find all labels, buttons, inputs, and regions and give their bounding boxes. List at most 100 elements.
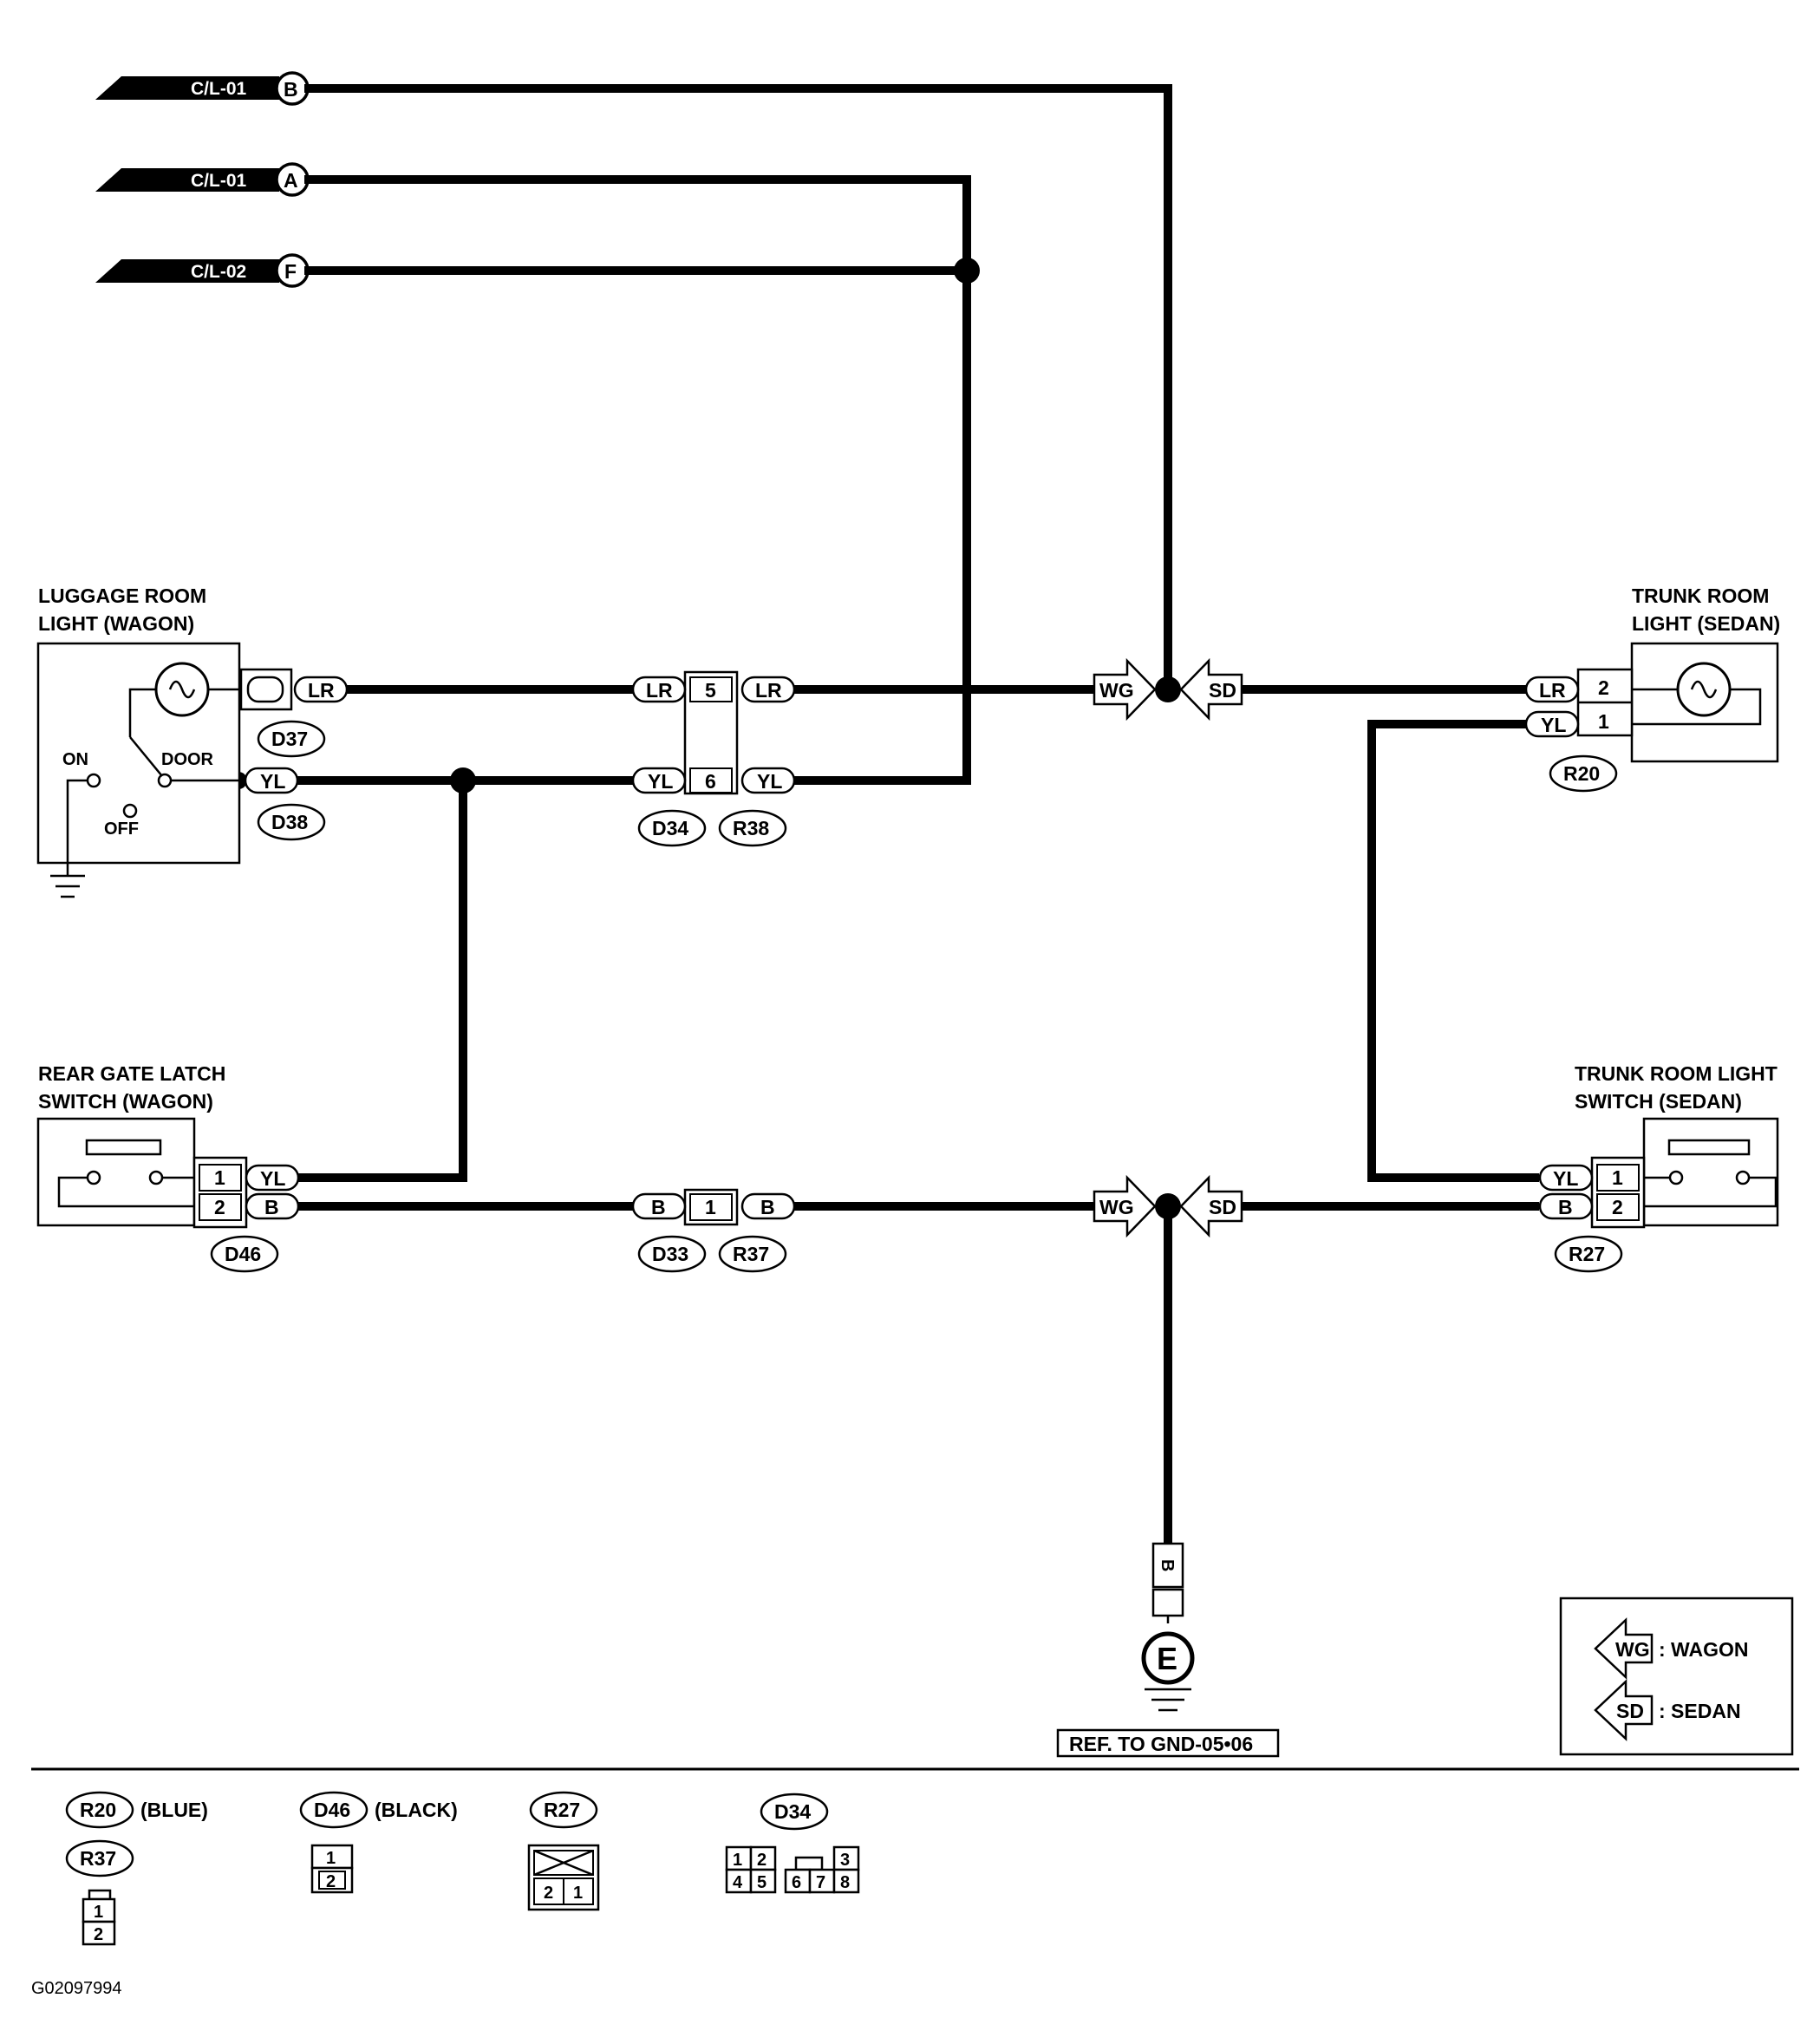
wire-tag: YL (1538, 1164, 1594, 1192)
svg-text:6: 6 (792, 1873, 801, 1892)
svg-text:B: B (264, 1196, 279, 1218)
svg-text:SD: SD (1616, 1700, 1644, 1722)
svg-text:2: 2 (757, 1851, 766, 1870)
component-title: TRUNK ROOM LIGHT (1575, 1062, 1778, 1085)
variant-arrows: WG SD WG SD (1093, 657, 1243, 1238)
source-tag-letter: A (284, 169, 298, 192)
source-tag-label: C/L-01 (191, 79, 247, 99)
wg-arrow-icon: WG (1093, 657, 1157, 722)
svg-text:YL: YL (1553, 1167, 1578, 1190)
pin-number: 5 (705, 679, 716, 702)
junction-dot (954, 258, 980, 284)
connector-id: D33 (637, 1235, 707, 1273)
trunk-room-light-switch: TRUNK ROOM LIGHT SWITCH (SEDAN) (1575, 1062, 1779, 1227)
svg-text:(BLACK): (BLACK) (375, 1799, 458, 1821)
connector-id: D38 (257, 803, 326, 841)
wire-tag: YL (631, 767, 687, 794)
pin-number: 1 (705, 1196, 716, 1218)
connector-d37-housing (239, 668, 293, 711)
svg-text:1: 1 (573, 1884, 583, 1903)
svg-text:YL: YL (1541, 714, 1566, 736)
ground-reference: REF. TO GND-05•06 (1069, 1733, 1253, 1755)
svg-text:WG: WG (1099, 1196, 1134, 1218)
junction-dot (450, 767, 476, 793)
wire-tag: B (740, 1192, 796, 1220)
svg-text:1: 1 (94, 1903, 103, 1922)
svg-text:R37: R37 (733, 1243, 769, 1265)
svg-text:3: 3 (840, 1851, 850, 1870)
switch-off-label: OFF (104, 820, 139, 839)
wg-arrow-icon: WG (1594, 1617, 1654, 1680)
svg-text:LR: LR (646, 679, 673, 702)
switch-door-label: DOOR (161, 750, 214, 769)
ground-point-e: B E REF. TO GND-05•06 (1056, 1542, 1280, 1758)
svg-text:2: 2 (544, 1884, 553, 1903)
connector-id: R27 (1554, 1235, 1623, 1273)
legend: WG : WAGON SD : SEDAN (1559, 1597, 1794, 1756)
wire-tag: LR (631, 676, 687, 703)
switch-on-label: ON (62, 750, 88, 769)
component-title: SWITCH (SEDAN) (1575, 1090, 1742, 1113)
junction-dot (1155, 1193, 1181, 1219)
pin-number: 6 (705, 770, 716, 793)
rear-gate-latch-switch: REAR GATE LATCH SWITCH (WAGON) (36, 1062, 225, 1227)
wire-tag: LR (1524, 676, 1580, 703)
connector-d34-r38: 5 6 (683, 670, 739, 795)
svg-text:YL: YL (260, 770, 285, 793)
source-tag-cl02-f: C/L-02 F (95, 253, 310, 288)
connector-id: D34 (637, 809, 707, 847)
svg-text:2: 2 (94, 1925, 103, 1944)
connector-id: D37 (257, 720, 326, 758)
svg-text:D34: D34 (652, 817, 688, 839)
ground-icon (1145, 1688, 1191, 1712)
wire-tag: YL (740, 767, 796, 794)
connector-view-r27: R27 2 1 (527, 1791, 600, 1911)
wire-tag: YL (244, 767, 299, 794)
svg-text:R27: R27 (1569, 1243, 1605, 1265)
connector-d33-r37: 1 (683, 1188, 739, 1226)
component-title: TRUNK ROOM (1632, 584, 1769, 607)
svg-text:(BLUE): (BLUE) (140, 1799, 208, 1821)
ground-icon (50, 874, 85, 898)
wire-tag: B (245, 1192, 300, 1220)
connector-view-d46: D46 (BLACK) 1 2 (299, 1791, 458, 1894)
component-title: REAR GATE LATCH (38, 1062, 225, 1085)
svg-text:B: B (760, 1196, 775, 1218)
svg-text:7: 7 (816, 1873, 825, 1892)
svg-text:R27: R27 (544, 1799, 580, 1821)
source-tag-cl01-b: C/L-01 B (95, 71, 310, 106)
svg-text:5: 5 (757, 1873, 766, 1892)
svg-text:YL: YL (648, 770, 673, 793)
wires (234, 84, 1539, 1548)
svg-text:B: B (651, 1196, 666, 1218)
svg-text:1: 1 (733, 1851, 742, 1870)
component-title: SWITCH (WAGON) (38, 1090, 213, 1113)
connector-id: D46 (210, 1235, 279, 1273)
source-tag-letter: F (284, 260, 297, 283)
ground-letter: E (1157, 1641, 1177, 1676)
svg-text:R20: R20 (1563, 762, 1600, 785)
connector-id: R20 (1549, 754, 1618, 793)
connector-d46-housing: 1 2 (192, 1156, 248, 1229)
junction-dot (1155, 676, 1181, 702)
wire-color-tags: LR YL LR LR YL YL LR YL YL B B B YL B (244, 676, 1594, 1220)
svg-text:1: 1 (326, 1849, 336, 1868)
svg-text:LR: LR (755, 679, 782, 702)
svg-text:D33: D33 (652, 1243, 688, 1265)
svg-text:WG: WG (1615, 1638, 1650, 1661)
wire-tag: LR (740, 676, 796, 703)
trunk-room-light: TRUNK ROOM LIGHT (SEDAN) (1630, 584, 1780, 763)
svg-text:SD: SD (1209, 679, 1236, 702)
svg-text:LR: LR (308, 679, 335, 702)
svg-text:4: 4 (733, 1873, 743, 1892)
connector-id: R38 (718, 809, 787, 847)
pin-number: 1 (214, 1166, 225, 1189)
legend-sedan: : SEDAN (1659, 1700, 1741, 1722)
wire-tag: B (631, 1192, 687, 1220)
source-tag-letter: B (284, 78, 298, 101)
source-tag-label: C/L-02 (191, 262, 246, 282)
wire-tag: LR (293, 676, 349, 703)
pin-number: 2 (214, 1196, 225, 1218)
component-title: LIGHT (SEDAN) (1632, 612, 1780, 635)
